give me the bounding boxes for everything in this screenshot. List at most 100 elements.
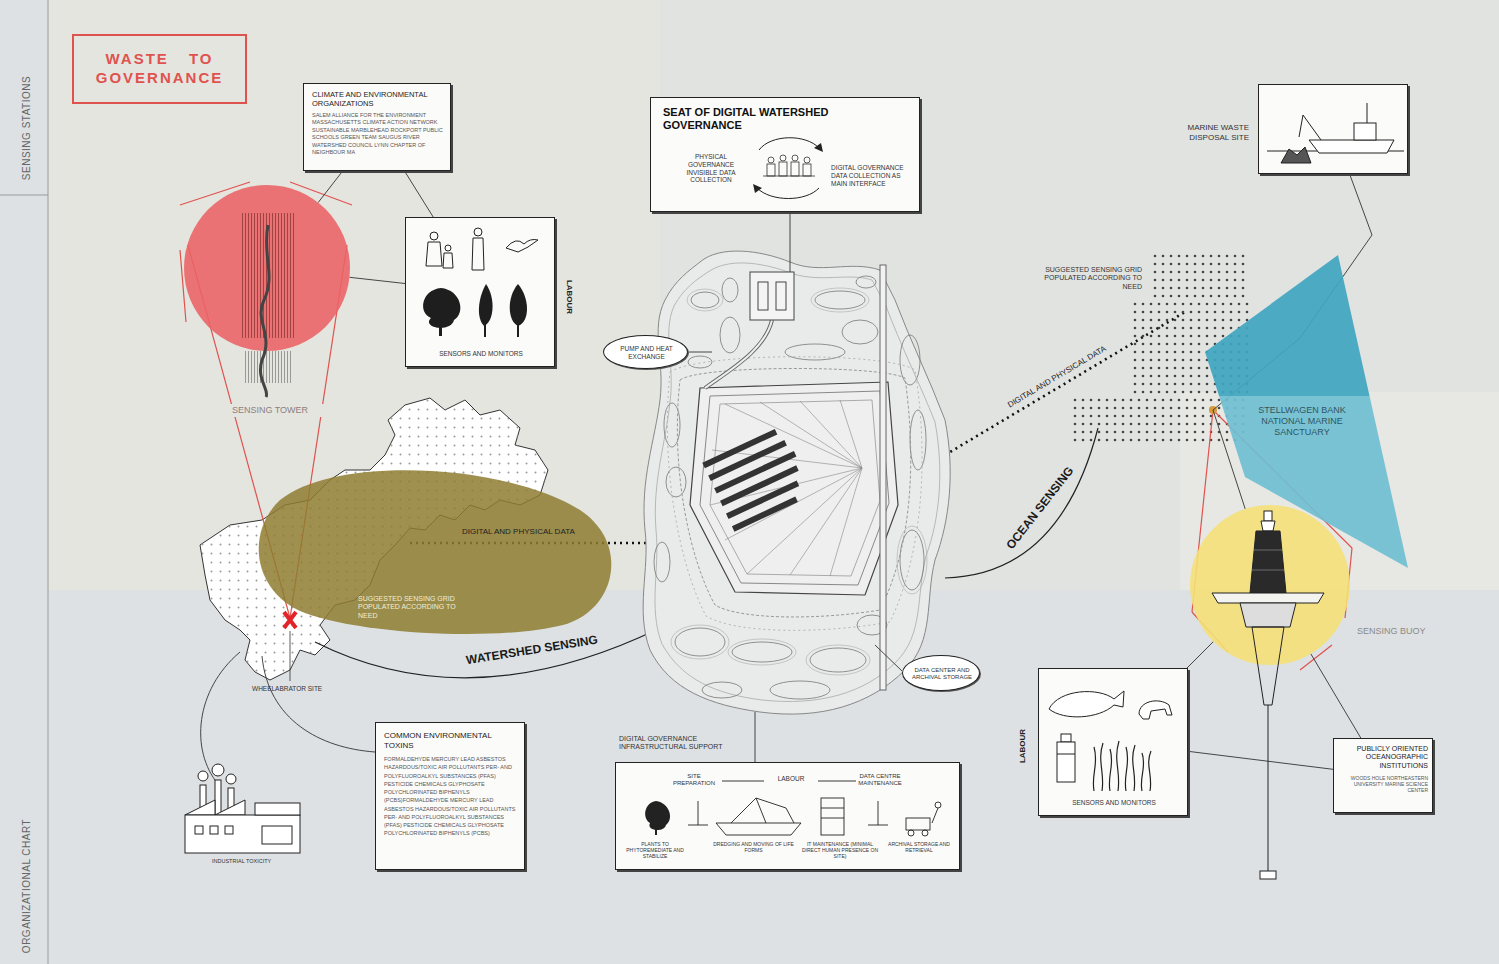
- grid-dot: [1234, 295, 1237, 298]
- drawing-part: [815, 291, 865, 309]
- drawing-part: [1354, 123, 1376, 140]
- grid-dot: [1190, 383, 1193, 386]
- grid-dot: [1190, 303, 1193, 306]
- grid-dot: [1202, 431, 1205, 434]
- grid-dot: [1170, 407, 1173, 410]
- drawing-part: [880, 265, 886, 690]
- grid-dot: [1194, 439, 1197, 442]
- grid-dot: [1202, 399, 1205, 402]
- grid-dot: [1146, 407, 1149, 410]
- grid-dot: [1242, 287, 1245, 290]
- grid-dot: [1142, 375, 1145, 378]
- drawing-part: [900, 335, 920, 385]
- grid-dot: [1158, 303, 1161, 306]
- grid-dot: [1178, 255, 1181, 258]
- toxins-box: COMMON ENVIRONMENTAL TOXINSFORMALDEHYDE …: [375, 722, 525, 870]
- drawing-part: [284, 612, 296, 628]
- drawing-part: [1139, 701, 1172, 719]
- grid-dot: [1198, 303, 1201, 306]
- grid-dot: [1130, 407, 1133, 410]
- labour-box: LABOURSENSORS AND MONITORS: [1038, 668, 1188, 816]
- grid-dot: [1158, 327, 1161, 330]
- grid-dot: [1218, 439, 1221, 442]
- grid-dot: [1150, 343, 1153, 346]
- drawing-part: [908, 830, 914, 836]
- grid-dot: [1218, 295, 1221, 298]
- grid-dot: [1158, 383, 1161, 386]
- grid-dot: [1082, 415, 1085, 418]
- grid-dot: [1150, 319, 1153, 322]
- sensing-buoy-drawing: [1190, 505, 1350, 885]
- drawing-part: [1109, 749, 1111, 791]
- grid-dot: [1230, 311, 1233, 314]
- grid-dot: [1218, 407, 1221, 410]
- grid-dot: [1138, 407, 1141, 410]
- grid-dot: [1190, 375, 1193, 378]
- grid-dot: [1194, 415, 1197, 418]
- grid-dot: [1082, 439, 1085, 442]
- grid-dot: [1182, 335, 1185, 338]
- grid-dot: [1178, 399, 1181, 402]
- drawing-part: [753, 184, 762, 193]
- drawing-part: [763, 176, 815, 177]
- grid-dot: [1138, 431, 1141, 434]
- drawing-part: [671, 625, 729, 659]
- drawing-part: [1299, 115, 1303, 137]
- drawing-part: [814, 143, 823, 152]
- grid-dot: [1174, 367, 1177, 370]
- grid-dot: [1174, 383, 1177, 386]
- grid-dot: [1162, 255, 1165, 258]
- drawing-part: [443, 253, 453, 268]
- grid-dot: [1206, 303, 1209, 306]
- drawing-part: [1264, 511, 1272, 521]
- grid-dot: [1146, 399, 1149, 402]
- drawing-part: [792, 155, 798, 161]
- grid-dot: [1194, 279, 1197, 282]
- grid-dot: [1158, 391, 1161, 394]
- labour-box: LABOURSENSORS AND MONITORS: [405, 217, 555, 367]
- node-text: SENSORS AND MONITORS: [406, 350, 556, 358]
- drawing-part: [897, 526, 927, 594]
- grid-dot: [1162, 407, 1165, 410]
- grid-dot: [1142, 327, 1145, 330]
- grid-dot: [1166, 335, 1169, 338]
- drawing-part: [710, 400, 880, 576]
- grid-dot: [1082, 399, 1085, 402]
- drawing-part: [1061, 734, 1071, 742]
- grid-dot: [1134, 383, 1137, 386]
- drawing-part: [804, 157, 810, 163]
- grid-dot: [1190, 335, 1193, 338]
- drawing-part: [645, 801, 670, 830]
- drawing-part: [510, 284, 527, 326]
- grid-dot: [1222, 335, 1225, 338]
- drawing-part: [315, 628, 660, 678]
- grid-dot: [1178, 287, 1181, 290]
- drawing-part: [818, 781, 856, 782]
- drawing-part: [1133, 745, 1135, 791]
- connector-line: [1311, 654, 1361, 738]
- grid-dot: [1198, 311, 1201, 314]
- section-label: SENSING STATIONS: [21, 76, 33, 180]
- grid-dot: [1210, 287, 1213, 290]
- grid-dot: [1162, 271, 1165, 274]
- grid-dot: [1174, 351, 1177, 354]
- drawing-part: [868, 825, 888, 826]
- node-text: LABOUR: [564, 280, 574, 314]
- drawing-part: [260, 225, 269, 397]
- grid-dot: [1194, 295, 1197, 298]
- drawing-part: [655, 263, 940, 702]
- grid-dot: [1202, 263, 1205, 266]
- grid-dot: [1178, 279, 1181, 282]
- grid-dot: [1246, 303, 1249, 306]
- grid-dot: [1242, 279, 1245, 282]
- drawing-part: [732, 642, 792, 662]
- grid-dot: [1142, 367, 1145, 370]
- drawing-part: [757, 138, 819, 199]
- grid-dot: [1150, 351, 1153, 354]
- grid-dot: [1186, 295, 1189, 298]
- grid-dot: [1134, 327, 1137, 330]
- grid-dot: [1174, 335, 1177, 338]
- node-text: FORMALDEHYDE MERCURY LEAD ASBESTOS HAZAR…: [384, 755, 520, 838]
- grid-dot: [1218, 399, 1221, 402]
- grid-dot: [1114, 407, 1117, 410]
